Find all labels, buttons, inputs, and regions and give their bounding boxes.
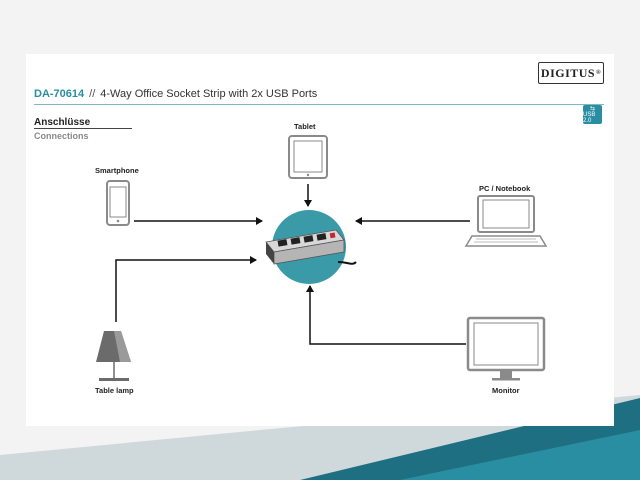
- table-lamp-icon: [96, 331, 131, 381]
- smartphone-icon: [106, 180, 130, 226]
- laptop-icon: [464, 195, 548, 247]
- label-tablet: Tablet: [294, 122, 316, 131]
- label-monitor: Monitor: [492, 386, 520, 395]
- arrow-monitor: [306, 285, 466, 345]
- label-smartphone: Smartphone: [95, 166, 139, 175]
- label-table-lamp: Table lamp: [95, 386, 134, 395]
- product-header: DA-70614 // 4-Way Office Socket Strip with…: [34, 88, 604, 105]
- monitor-icon: [466, 316, 546, 381]
- arrow-lamp: [115, 256, 257, 322]
- section-title: Anschlüsse: [34, 117, 91, 128]
- usb-badge: ⇆ USB 2.0: [583, 105, 602, 124]
- digitus-logo: DIGITUS®: [538, 62, 604, 84]
- section-subtitle: Connections: [34, 131, 89, 141]
- tablet-icon: [288, 135, 328, 179]
- usb-badge-text: USB 2.0: [583, 112, 596, 124]
- logo-text: DIGITUS: [540, 65, 596, 80]
- header-separator: //: [89, 88, 96, 100]
- product-code: DA-70614: [34, 88, 85, 100]
- socket-strip-icon: [265, 210, 357, 284]
- logo-registered-mark: ®: [596, 70, 602, 76]
- product-title: 4-Way Office Socket Strip with 2x USB Po…: [100, 88, 318, 100]
- label-pc-notebook: PC / Notebook: [479, 184, 531, 193]
- usb-icon: ⇆: [589, 106, 596, 112]
- section-divider: [34, 128, 132, 129]
